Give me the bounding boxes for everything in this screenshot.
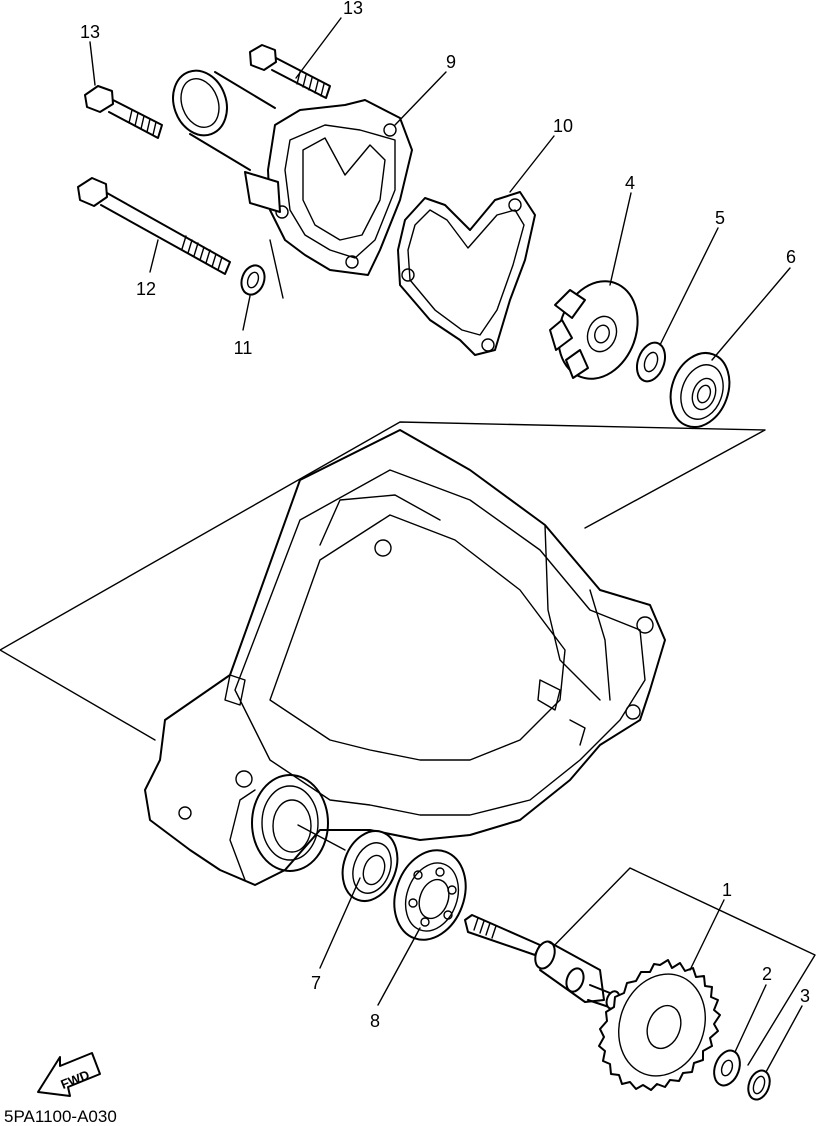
callout-1: 1 — [722, 880, 732, 900]
callout-6: 6 — [786, 247, 796, 267]
gasket-10 — [397, 191, 536, 356]
callout-3: 3 — [800, 986, 810, 1006]
bolt-13-left — [84, 85, 163, 139]
callout-labels: 1 2 3 4 5 6 7 8 9 10 11 12 13 13 — [80, 0, 810, 1031]
callout-leaders — [89, 17, 803, 1073]
callout-5: 5 — [715, 208, 725, 228]
callout-7: 7 — [311, 973, 321, 993]
callout-9: 9 — [446, 52, 456, 72]
oil-seal-7 — [341, 830, 399, 902]
gear-1 — [598, 959, 721, 1091]
assembly-leader-lines — [0, 239, 816, 1066]
callout-10: 10 — [553, 116, 573, 136]
hose-fitting — [172, 69, 276, 171]
callout-8: 8 — [370, 1011, 380, 1031]
callout-13-upper: 13 — [343, 0, 363, 18]
bearing-8 — [393, 849, 467, 941]
oil-seal-6 — [669, 352, 731, 428]
washer-11 — [240, 264, 266, 296]
callout-11: 11 — [234, 338, 253, 358]
circlip-3 — [747, 1069, 771, 1101]
impeller-4 — [549, 280, 639, 380]
callout-4: 4 — [625, 173, 635, 193]
drawing-code: 5PA1100-A030 — [4, 1107, 117, 1126]
callout-2: 2 — [762, 964, 772, 984]
impeller-shaft-1 — [464, 914, 621, 1010]
bolt-12 — [77, 177, 231, 275]
bolt-13-upper — [249, 44, 331, 99]
fwd-arrow-icon: FWD — [37, 1052, 101, 1097]
washer-2 — [713, 1049, 741, 1087]
callout-12: 12 — [136, 279, 156, 299]
washer-5 — [635, 341, 667, 383]
crankcase — [144, 429, 666, 886]
pump-cover-9 — [244, 99, 413, 276]
callout-13-left: 13 — [80, 22, 100, 42]
